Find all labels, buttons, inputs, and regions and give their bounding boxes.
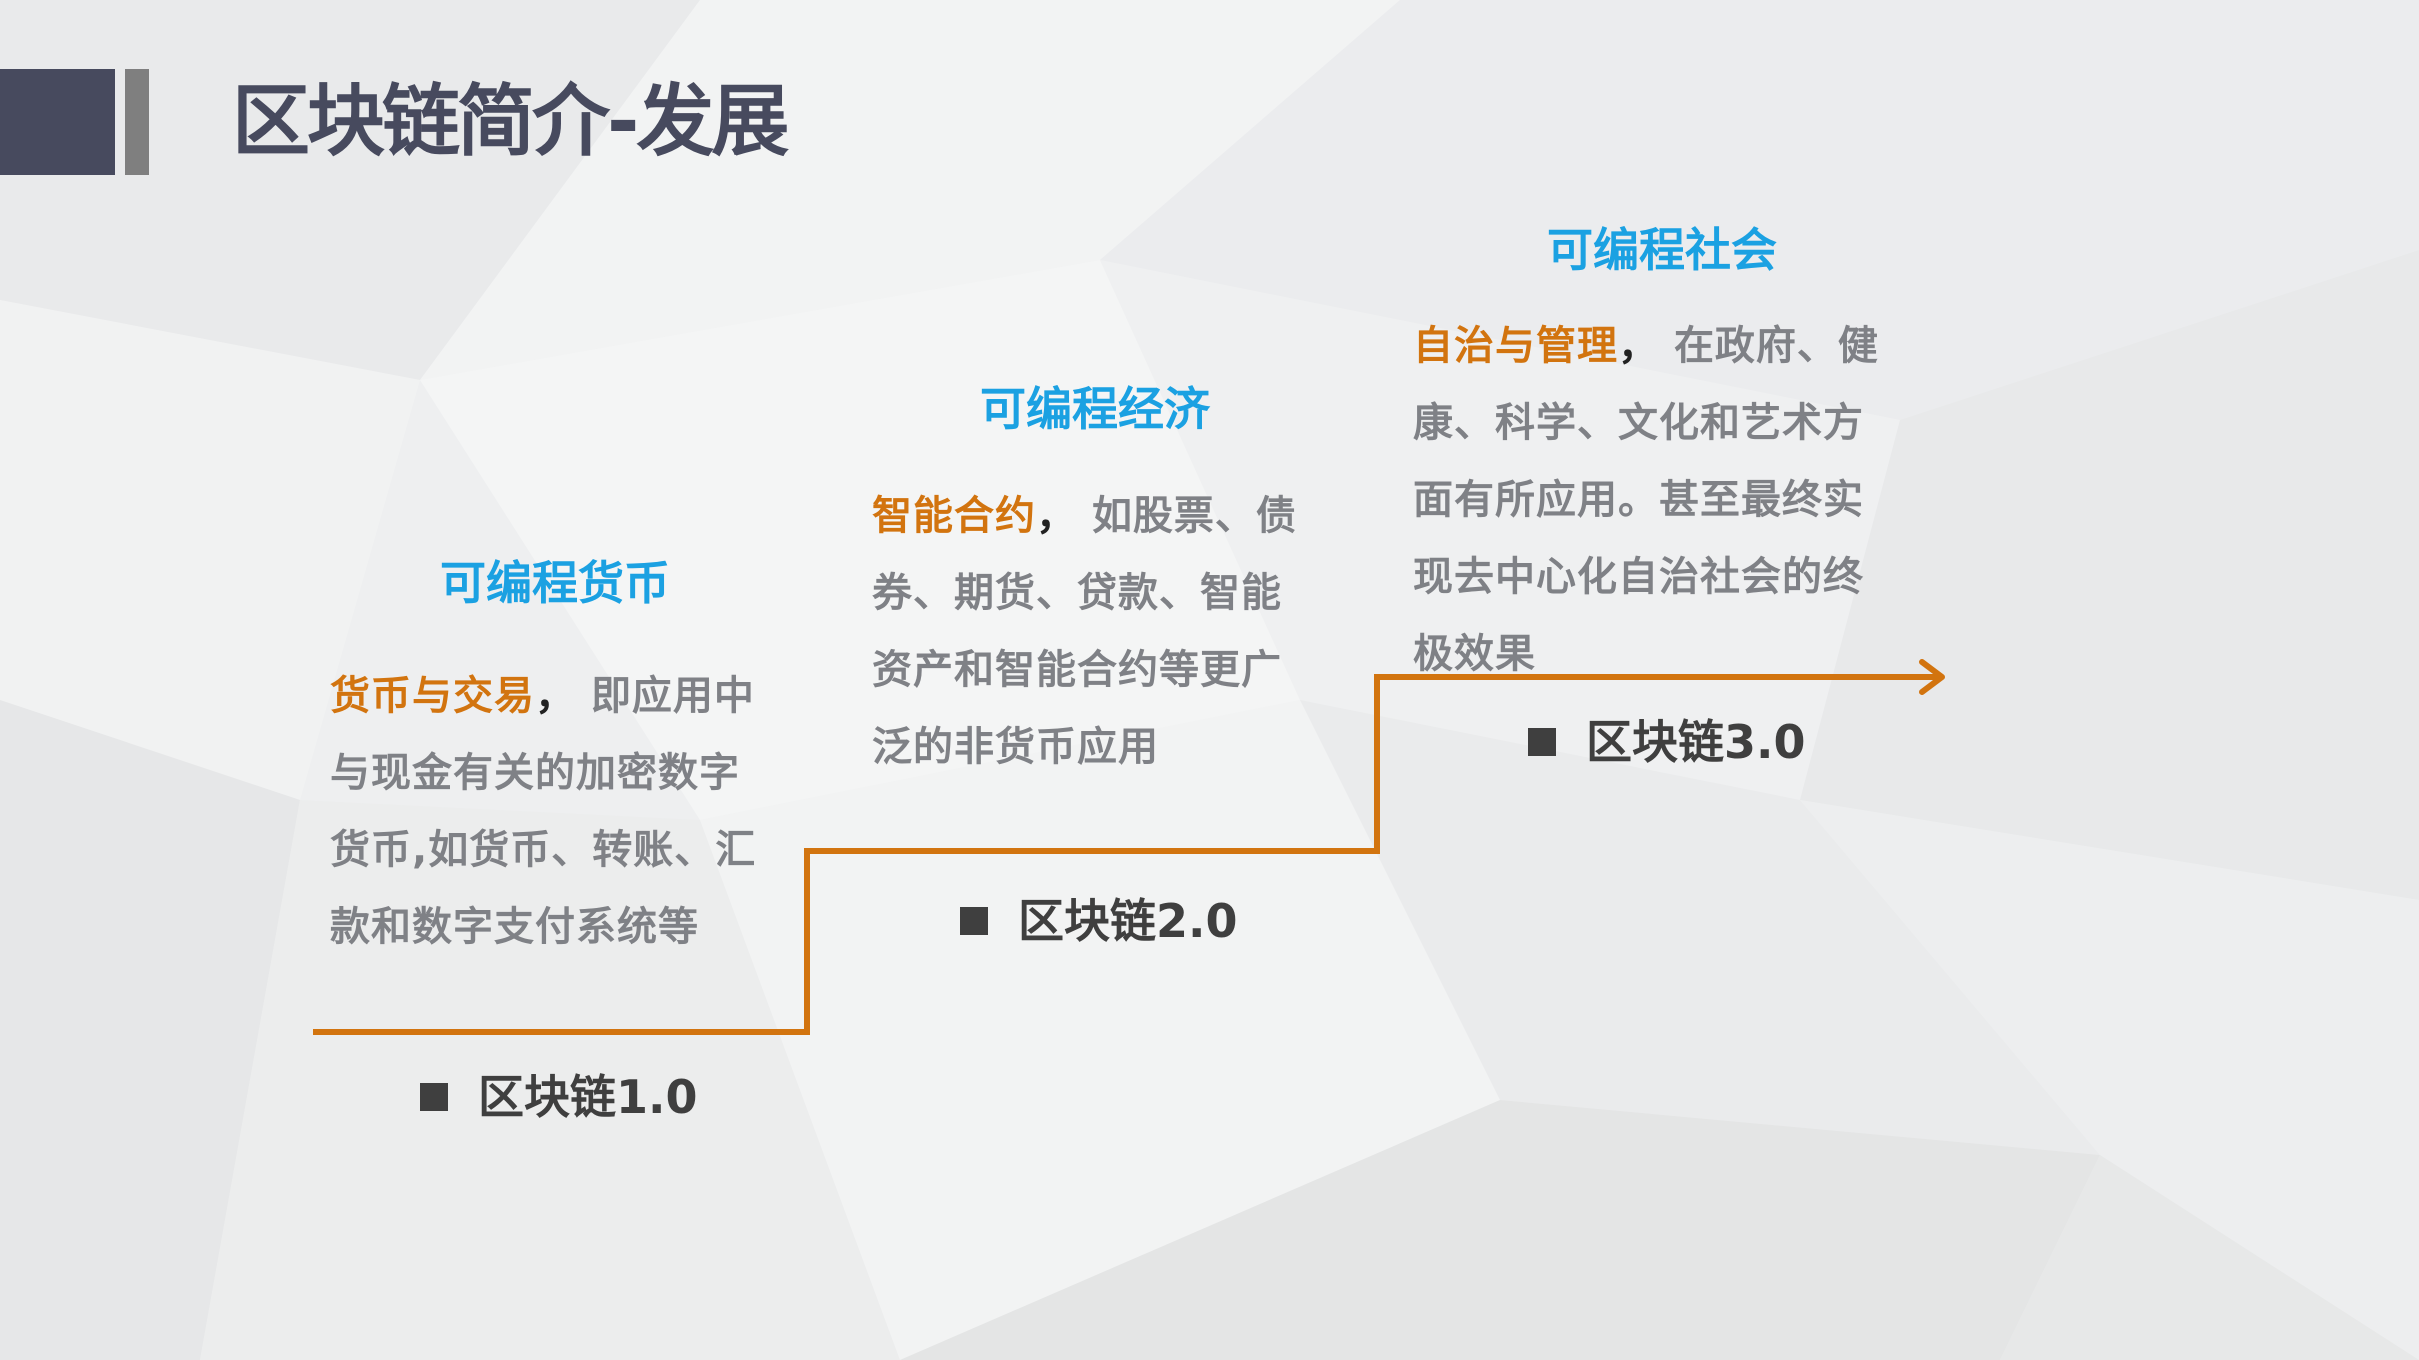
- stage-2-heading: 可编程经济: [980, 382, 1210, 436]
- stage-3-heading: 可编程社会: [1547, 223, 1777, 277]
- stage-1-highlight: 货币与交易: [330, 673, 535, 719]
- stage-3-highlight: 自治与管理: [1413, 323, 1618, 369]
- stage-3-label: 区块链3.0: [1528, 712, 1806, 772]
- square-bullet-icon: [1528, 727, 1556, 756]
- stage-1-heading: 可编程货币: [440, 556, 670, 610]
- square-bullet-icon: [420, 1082, 448, 1111]
- page-title: 区块链简介-发展: [232, 77, 789, 167]
- stage-2-label: 区块链2.0: [960, 891, 1238, 951]
- stage-1-label: 区块链1.0: [420, 1067, 698, 1127]
- stage-3-description: 自治与管理， 在政府、健 康、科学、文化和艺术方 面有所应用。甚至最终实 现去中…: [1413, 323, 1879, 677]
- square-bullet-icon: [960, 906, 988, 935]
- title-accent-block: [0, 69, 115, 175]
- title-accent-bar: [125, 69, 149, 175]
- stage-1-description: 货币与交易， 即应用中 与现金有关的加密数字 货币,如货币、转账、汇 款和数字支…: [330, 673, 757, 950]
- stage-2-description: 智能合约， 如股票、债 券、期货、贷款、智能 资产和智能合约等更广 泛的非货币应…: [872, 493, 1297, 770]
- stage-2-highlight: 智能合约: [872, 493, 1036, 539]
